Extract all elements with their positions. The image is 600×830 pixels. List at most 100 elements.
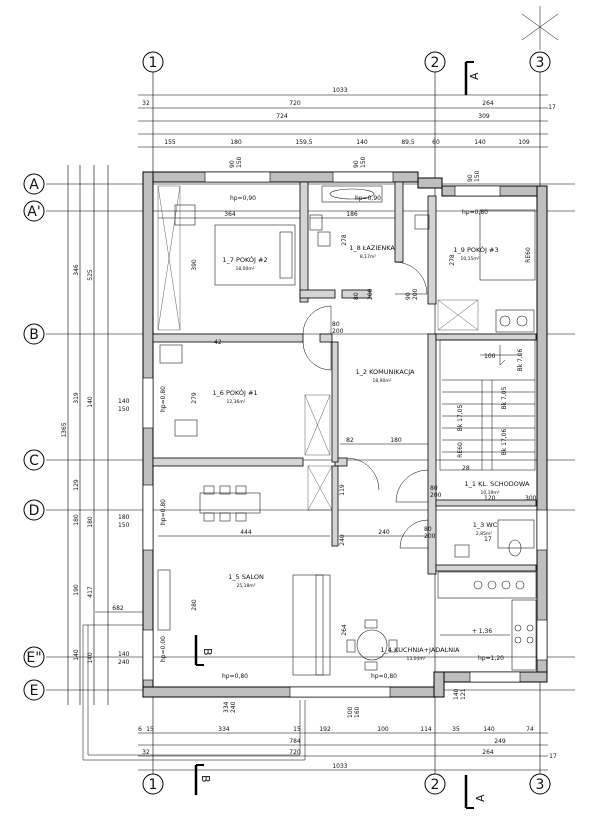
dim-bottom-r3-2: 264 xyxy=(482,749,494,756)
sill-label-6: hp=0,00 xyxy=(160,636,167,662)
win-label-5: 150 xyxy=(474,170,481,182)
room-area-kuchnia: 13,04m² xyxy=(406,656,425,662)
axis-bubbles-bottom: 1 2 3 xyxy=(142,773,551,795)
dim-top-r3-0: 724 xyxy=(276,113,288,120)
dim-bottom-r1-8: 140 xyxy=(483,726,495,733)
dim-left-c3-2: 180 xyxy=(87,516,94,528)
dim-bottom-r1-2: 334 xyxy=(218,726,230,733)
dim-bottom-r1-0: 6 xyxy=(138,726,142,733)
axis-label-D: D xyxy=(29,503,40,519)
dim-stair-0: Bk 7,05 xyxy=(501,386,508,409)
win-label-2: 90 xyxy=(353,160,360,168)
section-label-a-bottom: A xyxy=(474,794,487,802)
sill-label-8: hp=1,20 xyxy=(478,655,504,662)
dim-top-r4-0: 155 xyxy=(164,139,176,146)
axis-label-A-prime: A' xyxy=(27,204,40,220)
dim-misc-6: 444 xyxy=(240,529,252,536)
axis-label-E: E xyxy=(30,683,39,699)
dim-misc-12: 28 xyxy=(462,465,470,472)
room-area-pokoj3: 10,15m² xyxy=(460,256,479,262)
interior-walls xyxy=(152,181,537,575)
dim-terrace: 682 xyxy=(112,605,124,612)
room-area-pokoj2: 18,00m² xyxy=(235,266,254,272)
win-label-15: 121 xyxy=(460,688,467,700)
section-mark-a: A A xyxy=(464,61,487,809)
axis-label-1-top: 1 xyxy=(149,55,158,71)
axis-label-2-bottom: 2 xyxy=(431,777,440,793)
axis-bubbles-top: 1 2 3 xyxy=(142,51,551,73)
section-label-b-bottom: B xyxy=(199,775,212,783)
dim-left-c2-0: 346 xyxy=(73,264,80,276)
dim-misc-19: 280 xyxy=(191,599,198,611)
door-label-15: 160 xyxy=(354,706,361,718)
dim-misc-7: 240 xyxy=(378,529,390,536)
door-label-0: 80 xyxy=(332,321,340,328)
door-label-1: 200 xyxy=(332,328,344,335)
bottom-dimension-chains: 6 15 334 15 192 100 114 35 140 74 784 24… xyxy=(138,726,557,771)
axis-label-3-top: 3 xyxy=(536,55,545,71)
dim-left-c2-1: 319 xyxy=(73,392,80,404)
win-label-7: 150 xyxy=(118,406,130,413)
left-dimension-chains: 1365 346 319 129 180 190 140 525 140 180… xyxy=(61,165,109,705)
section-label-a-top: A xyxy=(468,72,481,80)
dim-misc-0: 364 xyxy=(224,211,236,218)
staircase xyxy=(439,339,536,471)
dim-left-c3-4: 140 xyxy=(87,652,94,664)
win-label-8: 180 xyxy=(118,514,130,521)
dim-top-r2-0: 32 xyxy=(142,100,150,107)
sill-label-4: hp=0,80 xyxy=(160,499,167,525)
dim-misc-2: 390 xyxy=(191,259,198,271)
sill-label-1: hp=0,90 xyxy=(355,195,381,202)
sill-label-5: hp=0,80 xyxy=(371,673,397,680)
dim-left-c2-5: 140 xyxy=(73,649,80,661)
room-name-pokoj3: 1_9 POKÓJ #3 xyxy=(453,245,498,254)
dim-left-c3-3: 417 xyxy=(87,586,94,598)
dim-misc-23: Bk 7,06 xyxy=(517,348,524,371)
top-dimension-chains: 1033 32 720 264 17 724 309 155 180 159,5… xyxy=(138,87,556,148)
dim-top-r2-2: 264 xyxy=(482,100,494,107)
dim-bottom-r1-7: 35 xyxy=(452,726,460,733)
dim-bottom-r3-0: 32 xyxy=(142,749,150,756)
dim-bottom-r1-9: 74 xyxy=(526,726,534,733)
dim-misc-8: 180 xyxy=(390,437,402,444)
section-label-b-mid: B xyxy=(201,648,214,656)
dim-misc-13: 120 xyxy=(484,495,496,502)
axis-label-3-bottom: 3 xyxy=(536,777,545,793)
dim-stair-2: Bk 17,05 xyxy=(457,404,464,431)
axis-label-B: B xyxy=(29,327,39,343)
room-name-wc: 1_3 WC xyxy=(473,521,498,529)
dim-misc-4: 42 xyxy=(214,339,222,346)
doors xyxy=(302,261,429,549)
room-name-lazienka: 1_8 ŁAZIENKA xyxy=(349,244,395,252)
dim-left-total: 1365 xyxy=(61,422,68,437)
dim-top-r4-4: 89,5 xyxy=(401,139,415,146)
room-area-pokoj1: 12,36m² xyxy=(226,399,245,405)
room-labels: 1_7 POKÓJ #2 18,00m² 1_8 ŁAZIENKA 8,17m²… xyxy=(212,244,530,662)
dim-top-total: 1033 xyxy=(332,87,347,94)
dim-misc-15: 278 xyxy=(449,254,456,266)
dim-bottom-r2-0: 784 xyxy=(289,738,301,745)
dim-left-c2-2: 129 xyxy=(73,479,80,491)
win-label-11: 240 xyxy=(118,659,130,666)
room-area-kl-schodowa: 10,19m² xyxy=(480,490,499,496)
dim-bottom-r1-6: 114 xyxy=(420,726,432,733)
dim-misc-20: 264 xyxy=(341,624,348,636)
sill-label-0: hp=0,90 xyxy=(230,195,256,202)
sill-label-3: hp=0,80 xyxy=(160,386,167,412)
dim-left-c2-3: 180 xyxy=(73,514,80,526)
dim-level: 100 xyxy=(484,353,496,360)
door-label-5: 200 xyxy=(412,288,419,300)
dim-misc-16: 300 xyxy=(525,495,537,502)
terrace-outline: 682 xyxy=(82,605,306,761)
dim-misc-3: 279 xyxy=(191,392,198,404)
dim-misc-1: 186 xyxy=(346,211,358,218)
dim-bottom-r1-1: 15 xyxy=(146,726,154,733)
door-label-7: 200 xyxy=(430,492,442,499)
dim-bottom-r1-4: 192 xyxy=(319,726,331,733)
axis-label-1-bottom: 1 xyxy=(149,777,158,793)
orientation-arrow-mark xyxy=(521,6,559,50)
sill-label-2: hp=0,80 xyxy=(462,209,488,216)
door-label-12: 334 xyxy=(223,701,230,713)
win-label-3: 150 xyxy=(360,156,367,168)
